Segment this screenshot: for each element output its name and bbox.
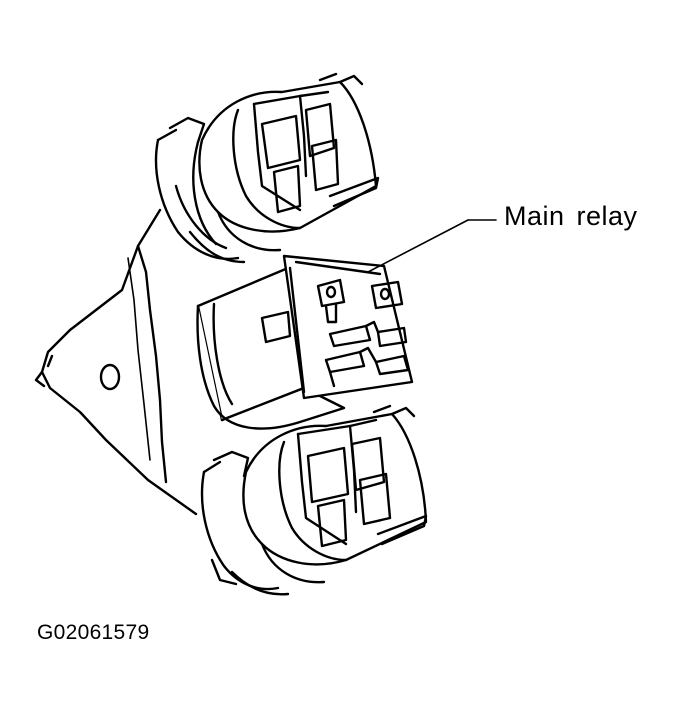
mounting-bracket: [34, 208, 198, 516]
figure-id-label: G02061579: [37, 621, 150, 644]
upper-connector: [154, 72, 380, 264]
lower-connector: [200, 404, 428, 596]
main-relay-callout-label: Main relay: [504, 201, 638, 231]
callout-leader-line: [367, 219, 469, 273]
mounting-hole-icon: [99, 363, 121, 391]
main-relay: [196, 254, 414, 430]
